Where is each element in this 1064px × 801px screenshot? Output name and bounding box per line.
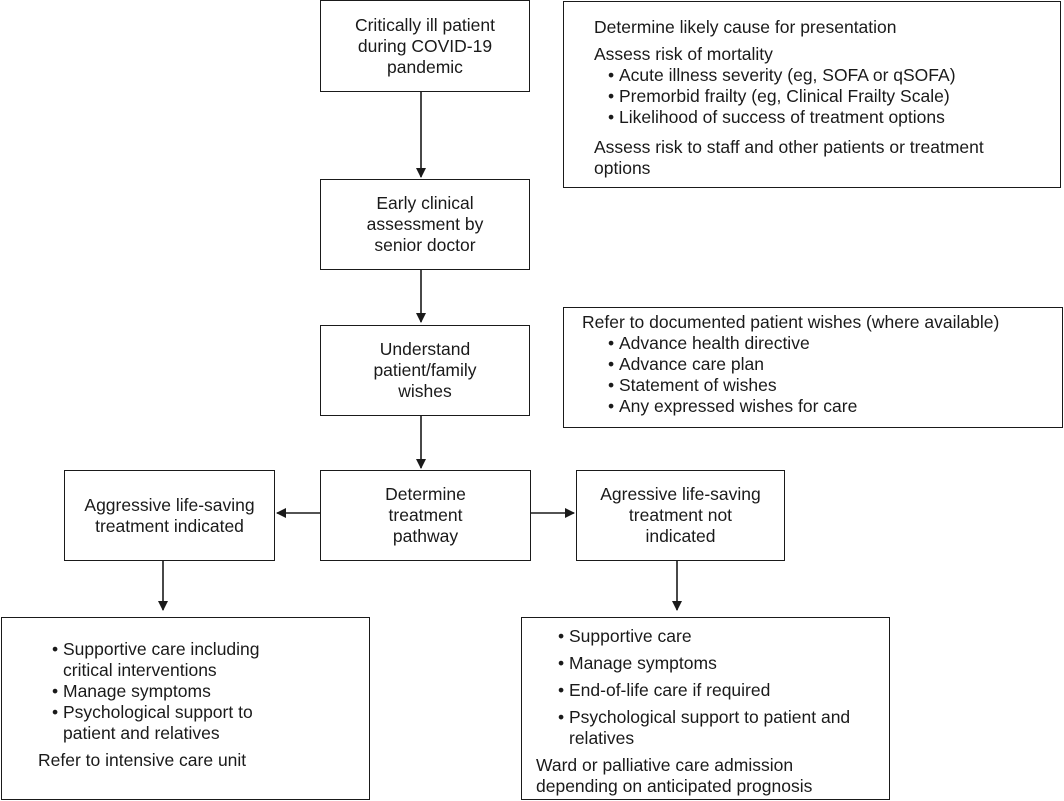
mortality-list: Acute illness severity (eg, SOFA or qSOF… [608, 65, 1060, 128]
assessment-box-label: Early clinical assessment by senior doct… [366, 193, 484, 255]
start-box: Critically ill patient during COVID-19 p… [320, 0, 530, 92]
palliative-admission-text: Ward or palliative care admission depend… [536, 755, 813, 796]
patient-wishes-panel: Refer to documented patient wishes (wher… [563, 307, 1063, 428]
list-item: Manage symptoms [52, 681, 369, 702]
list-item: Supportive care including critical inter… [52, 639, 369, 681]
palliative-care-list: Supportive care Manage symptoms End-of-l… [558, 626, 889, 749]
icu-care-panel: Supportive care including critical inter… [1, 617, 370, 800]
list-item: Manage symptoms [558, 653, 889, 674]
risk-assessment-panel: Determine likely cause for presentation … [563, 1, 1061, 188]
list-item: Acute illness severity (eg, SOFA or qSOF… [608, 65, 1060, 86]
not-aggressive-treatment-box: Agressive life-saving treatment not indi… [576, 470, 785, 561]
list-item: Any expressed wishes for care [608, 396, 1062, 417]
list-item: Statement of wishes [608, 375, 1062, 396]
list-item: Advance care plan [608, 354, 1062, 375]
start-box-label: Critically ill patient during COVID-19 p… [354, 14, 496, 77]
cause-text: Determine likely cause for presentation [594, 17, 897, 37]
list-item: Psychological support to patient and rel… [52, 702, 369, 744]
pathway-box-label: Determine treatment pathway [385, 484, 466, 546]
wishes-heading: Refer to documented patient wishes (wher… [582, 312, 1000, 332]
aggressive-treatment-label: Aggressive life-saving treatment indicat… [84, 494, 255, 536]
list-item: Premorbid frailty (eg, Clinical Frailty … [608, 86, 1060, 107]
not-aggressive-treatment-label: Agressive life-saving treatment not indi… [600, 484, 761, 546]
assessment-box: Early clinical assessment by senior doct… [320, 179, 530, 270]
palliative-care-panel: Supportive care Manage symptoms End-of-l… [521, 617, 890, 800]
icu-care-list: Supportive care including critical inter… [52, 639, 369, 744]
wishes-box-label: Understand patient/family wishes [373, 339, 477, 401]
staff-risk-text: Assess risk to staff and other patients … [594, 137, 984, 178]
wishes-list: Advance health directive Advance care pl… [608, 333, 1062, 417]
icu-referral-text: Refer to intensive care unit [38, 750, 247, 770]
mortality-heading: Assess risk of mortality [594, 44, 773, 64]
list-item: Psychological support to patient and rel… [558, 707, 889, 749]
wishes-box: Understand patient/family wishes [320, 325, 530, 416]
list-item: Advance health directive [608, 333, 1062, 354]
list-item: Likelihood of success of treatment optio… [608, 107, 1060, 128]
aggressive-treatment-box: Aggressive life-saving treatment indicat… [64, 470, 275, 561]
list-item: End-of-life care if required [558, 680, 889, 701]
pathway-box: Determine treatment pathway [320, 470, 531, 561]
list-item: Supportive care [558, 626, 889, 647]
